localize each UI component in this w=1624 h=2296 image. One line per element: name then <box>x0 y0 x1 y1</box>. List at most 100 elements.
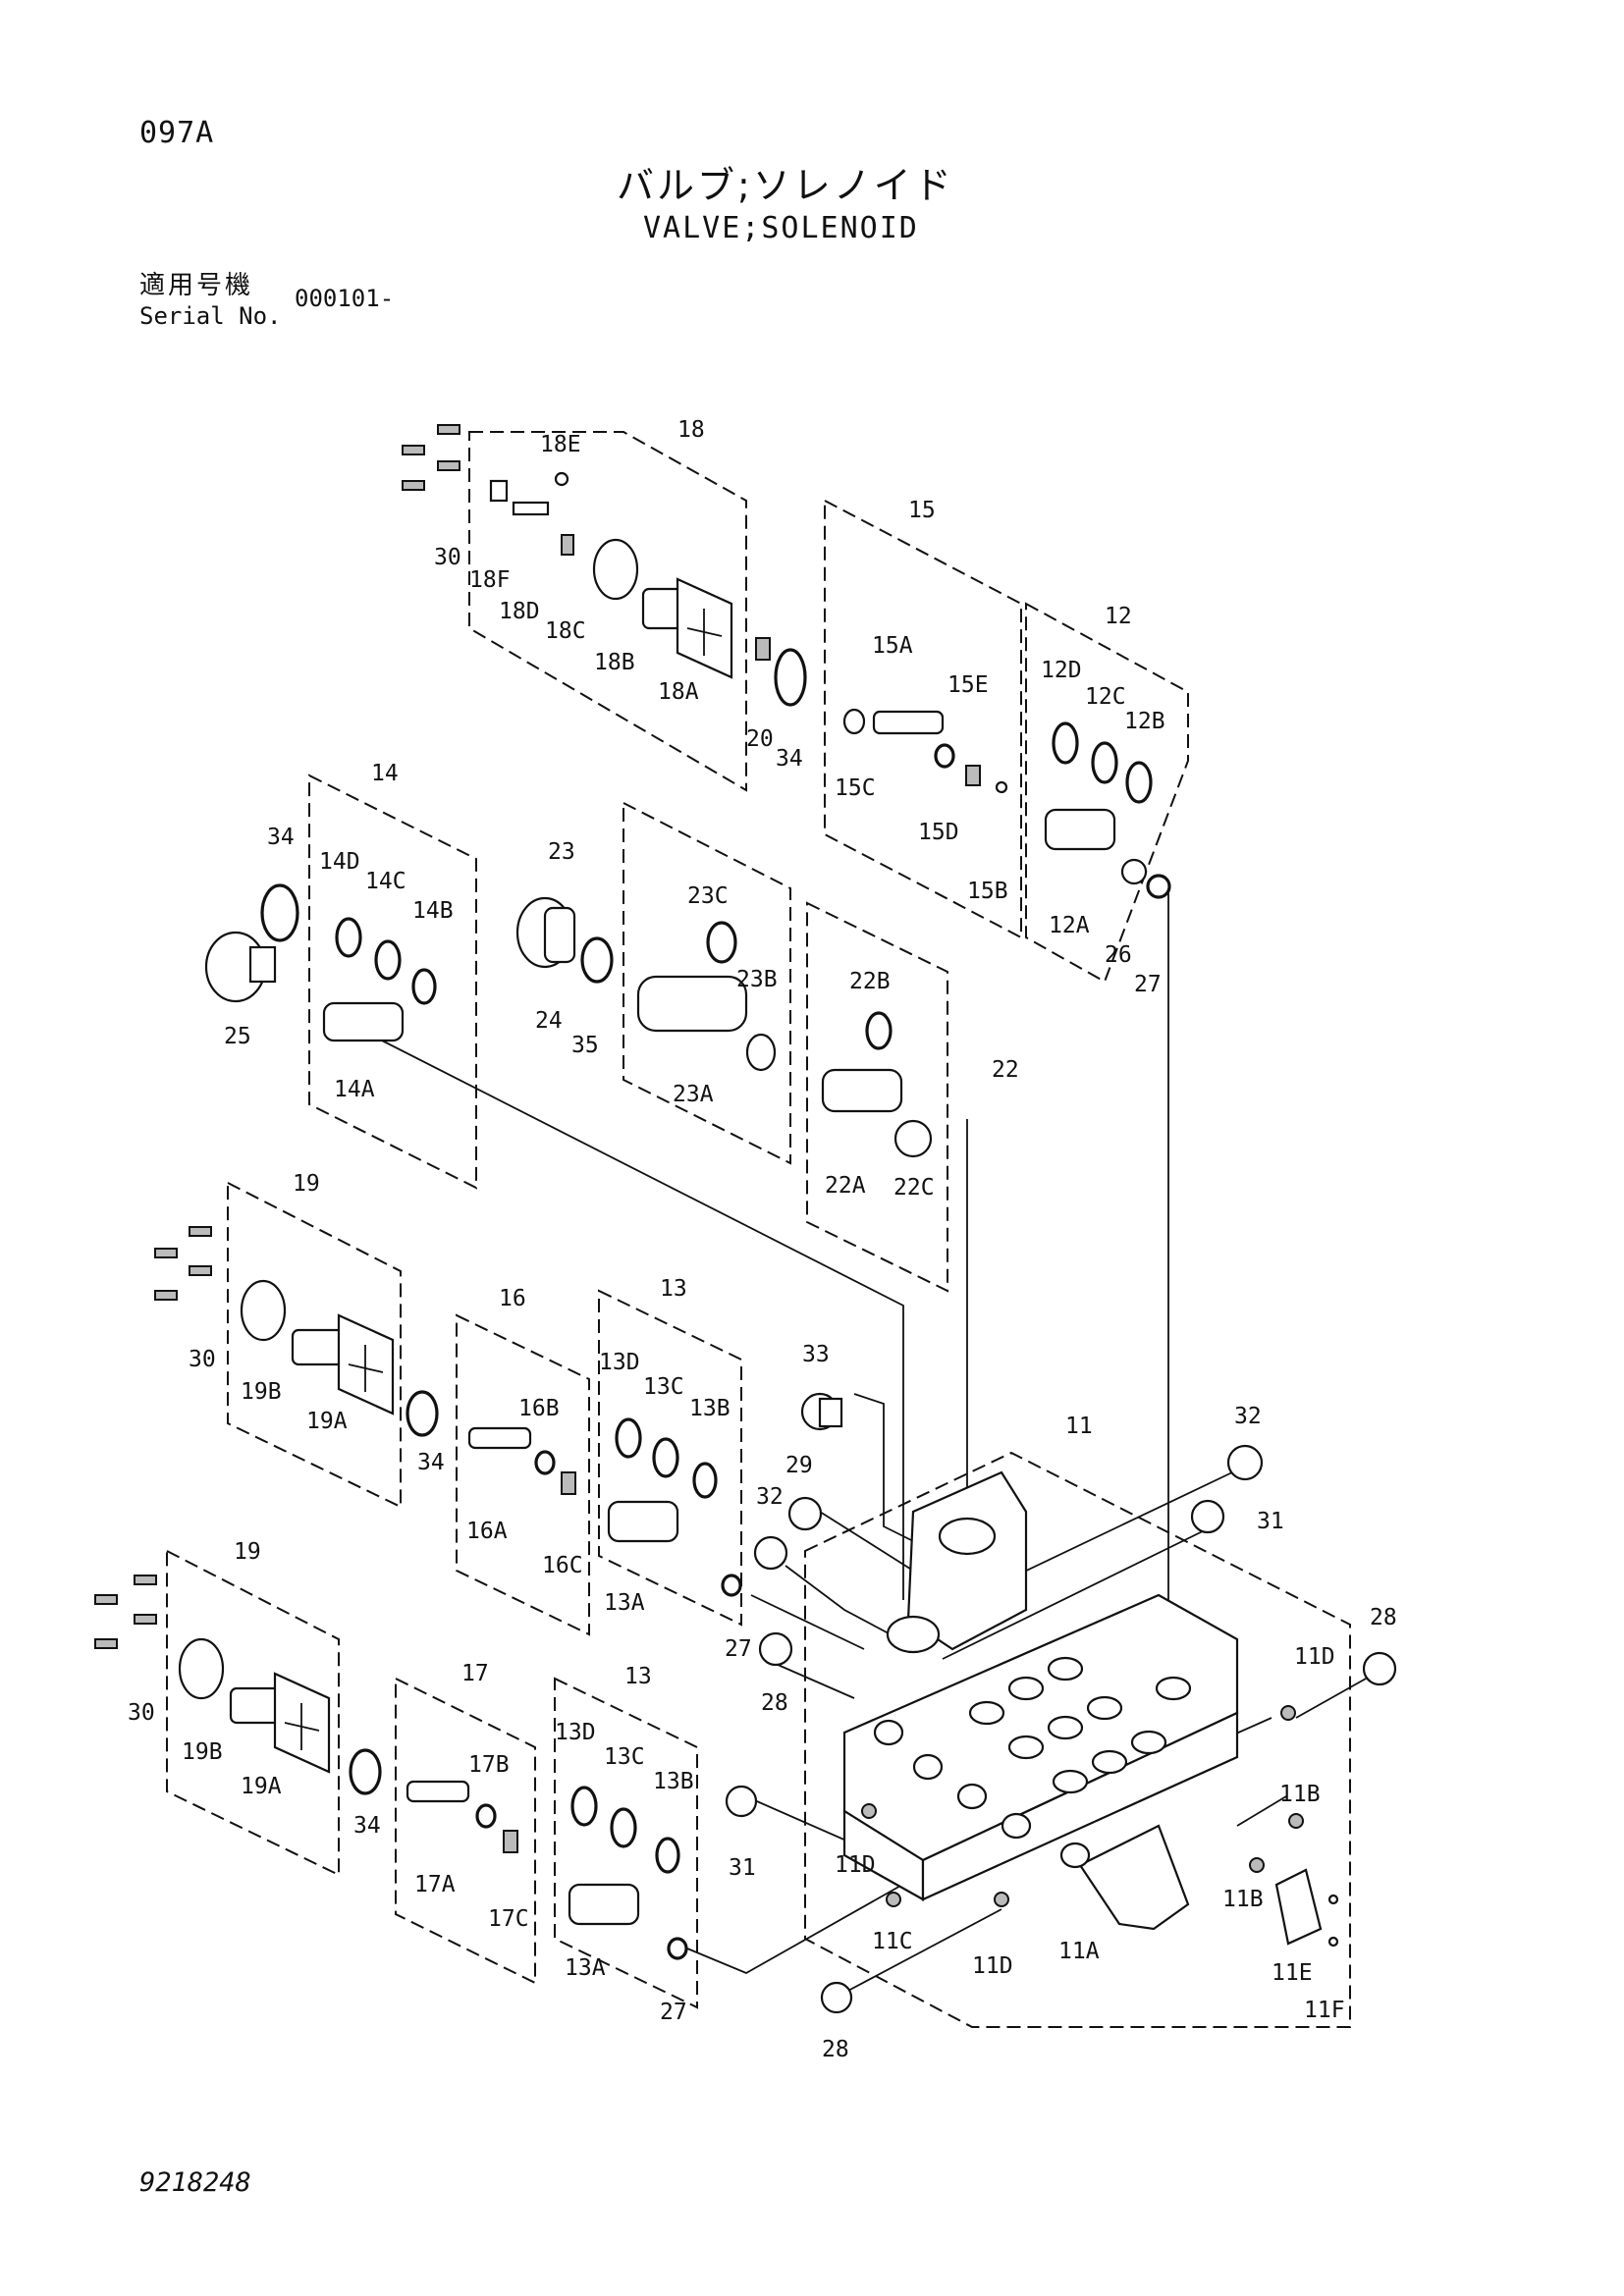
plug-32-left <box>753 1535 788 1571</box>
plug-31-right <box>1190 1499 1225 1534</box>
label-28-bottom: 28 <box>822 2037 849 2062</box>
label-17B: 17B <box>468 1752 510 1778</box>
label-12B: 12B <box>1124 709 1165 734</box>
group-box-17 <box>395 1677 536 1985</box>
label-31-left: 31 <box>729 1855 756 1881</box>
label-22A: 22A <box>825 1173 866 1199</box>
label-13A-lower: 13A <box>565 1955 606 1981</box>
label-29: 29 <box>785 1453 813 1478</box>
label-18F: 18F <box>469 567 511 593</box>
label-22C: 22C <box>893 1175 935 1201</box>
label-15C: 15C <box>835 775 876 801</box>
spring-20 <box>755 637 771 661</box>
group-box-13-upper <box>598 1289 742 1627</box>
label-30-middle: 30 <box>189 1347 216 1372</box>
group-box-15 <box>824 499 1022 939</box>
label-13-upper: 13 <box>660 1276 687 1302</box>
label-13-lower: 13 <box>624 1664 652 1689</box>
label-14A: 14A <box>334 1077 375 1102</box>
spool-16 <box>467 1426 576 1495</box>
plug-33 <box>800 1392 843 1431</box>
label-13B-upper: 13B <box>689 1396 731 1421</box>
label-18B: 18B <box>594 650 635 675</box>
cartridge-13-lower <box>568 1786 688 1960</box>
label-23: 23 <box>548 839 575 865</box>
page-code: 097A <box>139 116 215 150</box>
part-labels: 18 18E 18F 18D 18C 18B 18A 30 20 34 15 1… <box>128 417 1397 2062</box>
label-11B-lower: 11B <box>1222 1887 1264 1912</box>
label-14B: 14B <box>412 898 454 924</box>
cartridge-12 <box>1044 721 1171 899</box>
label-18: 18 <box>677 417 705 443</box>
label-11E: 11E <box>1272 1960 1313 1986</box>
label-11C: 11C <box>872 1929 913 1954</box>
bolts-30-middle <box>154 1226 212 1301</box>
label-15B: 15B <box>967 879 1008 904</box>
label-30-upper: 30 <box>434 545 461 570</box>
label-17: 17 <box>461 1661 489 1686</box>
label-16C: 16C <box>542 1553 583 1578</box>
group-box-23 <box>623 801 791 1165</box>
label-13C-upper: 13C <box>643 1374 684 1400</box>
label-14: 14 <box>371 761 399 786</box>
page-title-japanese: バルブ;ソレノイド <box>617 164 954 207</box>
plug-31-left <box>725 1785 758 1818</box>
label-27-middle: 27 <box>725 1636 752 1662</box>
label-13C-lower: 13C <box>604 1744 645 1770</box>
solenoid-19-lower <box>178 1637 331 1774</box>
label-18D: 18D <box>499 599 540 624</box>
label-24: 24 <box>535 1008 563 1034</box>
group-box-11 <box>804 1451 1351 2028</box>
serial-number-value: 000101- <box>295 285 395 312</box>
bolts-30-upper <box>402 424 460 491</box>
cartridge-13-upper <box>607 1417 742 1597</box>
label-17C: 17C <box>488 1906 529 1932</box>
label-18A: 18A <box>658 679 699 705</box>
label-14D: 14D <box>319 849 360 875</box>
label-16B: 16B <box>518 1396 560 1421</box>
label-12: 12 <box>1105 604 1132 629</box>
label-27-upper: 27 <box>1134 972 1162 997</box>
o-ring-34-upper <box>774 648 807 707</box>
spool-17 <box>406 1780 518 1853</box>
o-ring-35 <box>580 936 614 984</box>
label-12A: 12A <box>1049 913 1090 938</box>
label-22B: 22B <box>849 969 891 994</box>
solenoid-18 <box>489 471 733 679</box>
label-16A: 16A <box>466 1519 508 1544</box>
plug-28-right <box>1362 1651 1397 1686</box>
group-box-19-upper <box>227 1181 402 1509</box>
spool-22 <box>821 1011 933 1158</box>
label-19B-lower: 19B <box>182 1739 223 1765</box>
plug-29 <box>787 1496 823 1531</box>
label-12C: 12C <box>1085 684 1126 710</box>
small-plugs-11 <box>861 1705 1304 1907</box>
label-20: 20 <box>746 726 774 752</box>
label-19A-upper: 19A <box>306 1409 348 1434</box>
page-title-english: VALVE;SOLENOID <box>643 211 919 245</box>
serial-label-japanese: 適用号機 <box>139 271 254 300</box>
label-11A: 11A <box>1058 1939 1100 1964</box>
label-19-lower: 19 <box>234 1539 261 1565</box>
label-11: 11 <box>1065 1414 1093 1439</box>
label-13A-upper: 13A <box>604 1590 645 1616</box>
label-28-left: 28 <box>761 1690 788 1716</box>
cartridge-15 <box>842 708 1008 794</box>
cover-plate-11E <box>1274 1868 1339 1948</box>
label-23A: 23A <box>673 1082 714 1107</box>
label-12D: 12D <box>1041 658 1082 683</box>
label-34-upper: 34 <box>776 746 803 772</box>
group-box-14 <box>308 774 477 1190</box>
plug-25 <box>204 931 277 1003</box>
sleeve-23 <box>636 921 777 1072</box>
o-ring-34-lower <box>349 1748 382 1795</box>
group-box-19-lower <box>166 1549 340 1877</box>
label-27-lower: 27 <box>660 2000 687 2025</box>
plug-32-right <box>1226 1444 1264 1481</box>
label-15E: 15E <box>947 672 989 698</box>
valve-body <box>842 1470 1239 1931</box>
label-19A-lower: 19A <box>241 1774 282 1799</box>
label-23C: 23C <box>687 883 729 909</box>
label-25: 25 <box>224 1024 251 1049</box>
group-box-22 <box>806 901 948 1293</box>
